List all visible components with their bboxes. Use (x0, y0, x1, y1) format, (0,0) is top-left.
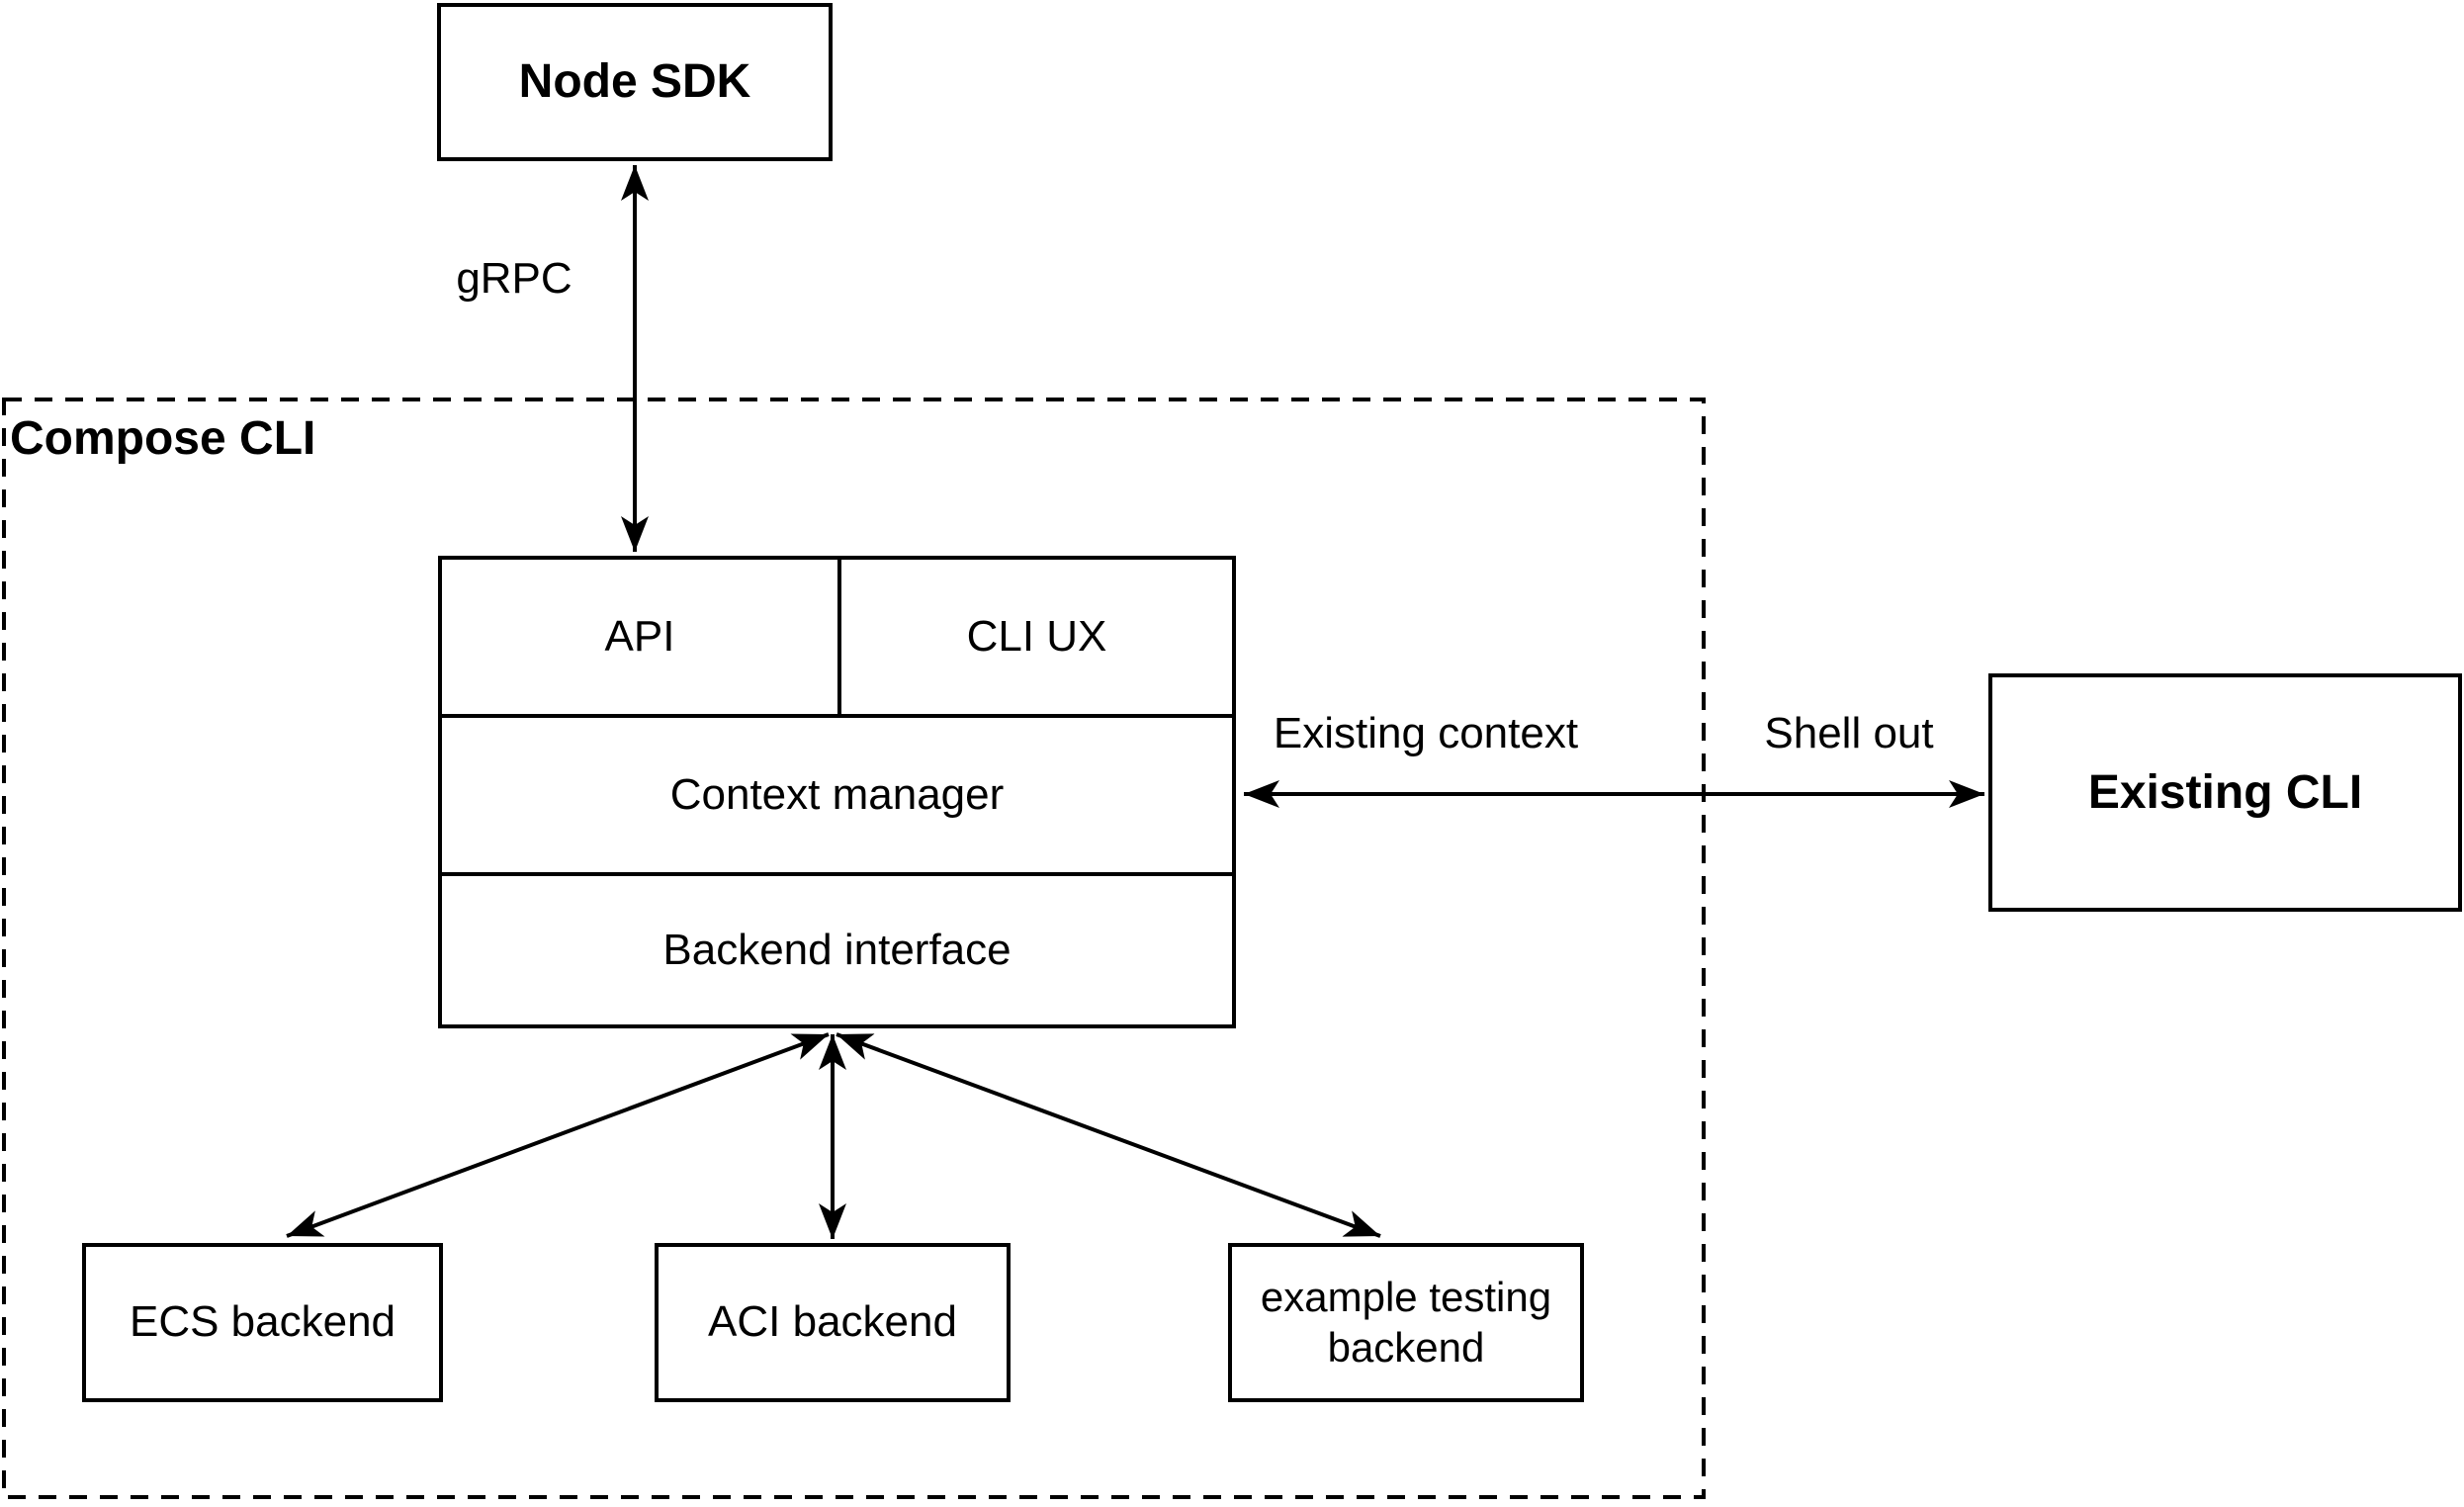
cli-ux-label: CLI UX (966, 612, 1107, 661)
context-manager-label: Context manager (669, 770, 1005, 819)
api-cell: API (442, 560, 837, 714)
node-sdk-label: Node SDK (518, 55, 751, 109)
backend-interface-cell: Backend interface (442, 872, 1232, 1024)
api-label: API (604, 612, 675, 661)
existing-cli-label: Existing CLI (2087, 765, 2363, 819)
compose-cli-container (2, 398, 1706, 1499)
cli-stack-box: API CLI UX Context manager Backend inter… (438, 556, 1236, 1028)
example-testing-backend-box: example testing backend (1228, 1243, 1584, 1402)
grpc-edge-label: gRPC (456, 254, 572, 303)
existing-cli-box: Existing CLI (1988, 673, 2462, 912)
node-sdk-box: Node SDK (437, 3, 833, 161)
aci-backend-box: ACI backend (655, 1243, 1011, 1402)
context-manager-cell: Context manager (442, 714, 1232, 872)
compose-cli-label: Compose CLI (10, 412, 316, 465)
cli-stack-top-row: API CLI UX (442, 560, 1232, 714)
example-testing-backend-label: example testing backend (1260, 1274, 1552, 1371)
aci-backend-label: ACI backend (708, 1297, 957, 1347)
ecs-backend-box: ECS backend (82, 1243, 443, 1402)
backend-example-arrow (836, 1032, 1381, 1238)
shell-out-edge-label: Shell out (1764, 709, 1934, 757)
ecs-backend-label: ECS backend (129, 1297, 396, 1347)
backend-interface-label: Backend interface (662, 926, 1012, 974)
cli-ux-cell: CLI UX (837, 560, 1232, 714)
backend-ecs-arrow (286, 1032, 830, 1238)
existing-context-edge-label: Existing context (1273, 709, 1579, 757)
